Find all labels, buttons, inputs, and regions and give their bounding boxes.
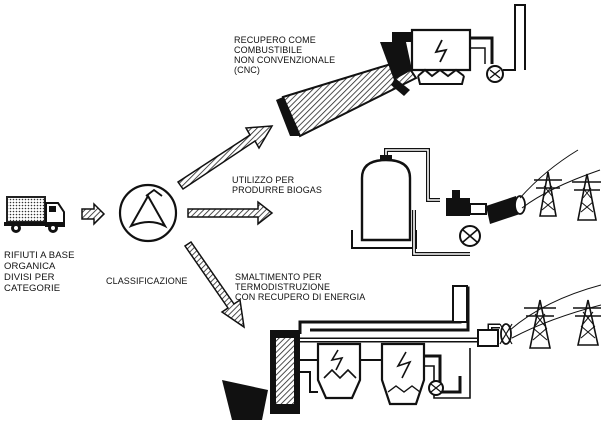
power-pylon-icon xyxy=(534,171,562,217)
source-label: RIFIUTI A BASE ORGANICA DIVISI PER CATEG… xyxy=(4,250,75,294)
source-label-line: DIVISI PER xyxy=(4,272,55,283)
arrow-to-classifier-icon xyxy=(81,202,106,226)
cnc-branch-label: RECUPERO COME COMBUSTIBILE NON CONVENZIO… xyxy=(234,35,335,75)
power-pylon-icon xyxy=(572,173,601,221)
biogas-branch-label: UTILIZZO PER PRODURRE BIOGAS xyxy=(232,175,322,195)
incineration-branch-label: SMALTIMENTO PER TERMODISTRUZIONE CON REC… xyxy=(235,272,365,302)
classification-label: CLASSIFICAZIONE xyxy=(106,276,188,286)
classifier-icon xyxy=(118,183,178,243)
classification-label-text: CLASSIFICAZIONE xyxy=(106,276,188,286)
incineration-plant-icon xyxy=(222,284,601,420)
source-label-line: RIFIUTI A BASE xyxy=(4,250,75,261)
arrow-to-cnc-icon xyxy=(176,125,274,191)
incineration-branch-line: TERMODISTRUZIONE xyxy=(235,282,331,292)
cnc-branch-line: COMBUSTIBILE xyxy=(234,45,303,55)
power-pylon-icon xyxy=(573,299,601,346)
arrow-to-biogas-icon xyxy=(187,200,274,226)
biogas-branch-line: UTILIZZO PER xyxy=(232,175,295,185)
source-label-line: ORGANICA xyxy=(4,261,56,272)
cnc-plant-icon xyxy=(276,4,526,138)
biogas-plant-icon xyxy=(351,148,601,256)
arrow-to-incineration-icon xyxy=(183,240,245,329)
cnc-branch-line: RECUPERO COME xyxy=(234,35,316,45)
source-label-line: CATEGORIE xyxy=(4,283,61,294)
biogas-branch-line: PRODURRE BIOGAS xyxy=(232,185,323,195)
cnc-branch-line: NON CONVENZIONALE xyxy=(234,55,336,65)
incineration-branch-line: SMALTIMENTO PER xyxy=(235,272,322,282)
garbage-truck-icon xyxy=(4,196,65,233)
incineration-branch-line: CON RECUPERO DI ENERGIA xyxy=(235,292,366,302)
power-pylon-icon xyxy=(524,299,556,349)
cnc-branch-line: (CNC) xyxy=(234,65,260,75)
